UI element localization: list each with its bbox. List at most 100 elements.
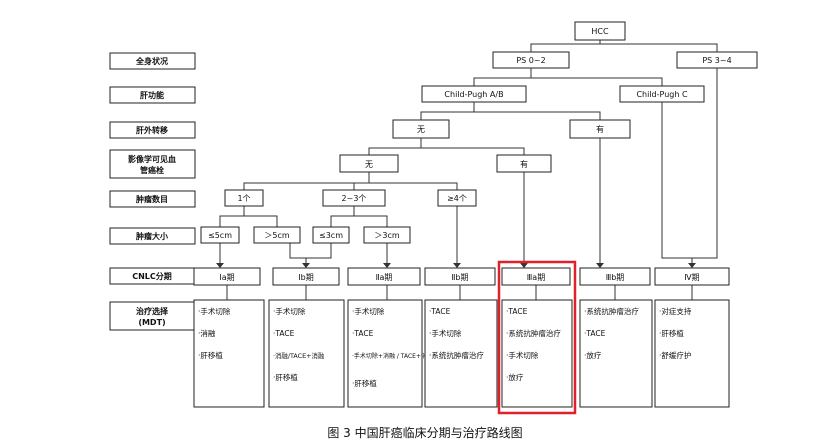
node-size-gt3-box <box>363 226 411 244</box>
row-label-extrahepatic: 肝外转移 <box>136 125 168 135</box>
row-label-box <box>109 121 196 139</box>
connectors <box>216 40 718 300</box>
treatment-item: ·TACE <box>429 307 451 316</box>
treatment-item: ·TACE <box>273 329 295 338</box>
node-extrahepatic-no-box <box>392 119 450 139</box>
node-child-pugh-c: Child-Pugh C <box>636 90 688 99</box>
highlight-frame <box>497 260 577 415</box>
row-label-box <box>109 52 196 70</box>
row-label-tumor-count: 肿瘤数目 <box>136 194 168 204</box>
treatment-item: ·手术切除 <box>429 328 462 338</box>
treatment-item: ·肝移植 <box>352 378 377 388</box>
stage-1a: Ⅰa期 <box>219 273 234 282</box>
stage-row: Ⅰa期 Ⅰb期 Ⅱa期 Ⅱb期 Ⅲa期 Ⅲb期 Ⅳ期 <box>193 267 730 286</box>
treatment-item: ·放疗 <box>584 350 602 360</box>
connector <box>531 77 663 86</box>
treatment-item: ·手术切除 <box>352 306 385 316</box>
connector <box>600 43 718 52</box>
stage-box <box>193 267 261 286</box>
arrowhead <box>688 263 696 268</box>
node-ps34-box <box>676 51 758 69</box>
connector <box>474 111 601 120</box>
treatment-item: ·肝移植 <box>273 372 298 382</box>
treatment-item: ·TACE <box>352 329 374 338</box>
row-label-treatment-line2: (MDT) <box>138 318 165 327</box>
arrowhead <box>383 263 391 268</box>
treatment-item: ·放疗 <box>506 372 524 382</box>
node-hcc-box <box>574 21 626 41</box>
arrowhead <box>302 263 310 268</box>
treatment-item: ·手术切除 <box>198 306 231 316</box>
treatment-item: ·系统抗肿瘤治疗 <box>506 328 561 338</box>
node-count-1: 1个 <box>237 194 250 203</box>
treatment-box <box>347 299 423 408</box>
row-labels: 全身状况 肝功能 肝外转移 影像学可见血 管癌栓 肿瘤数目 肿瘤大小 CNLC分… <box>109 52 196 331</box>
treatment-box <box>579 299 653 408</box>
node-extrahepatic-no: 无 <box>417 125 425 134</box>
treatment-item: ·系统抗肿瘤治疗 <box>584 306 639 316</box>
node-count-1-box <box>224 189 264 207</box>
treatment-row: ·手术切除 ·消融 ·肝移植 ·手术切除 ·TACE ·消融/TACE+消融 ·… <box>193 299 730 408</box>
row-label-vascular-line2: 管癌栓 <box>140 165 164 175</box>
connector-arrow <box>661 102 693 267</box>
connector <box>368 138 422 155</box>
treatment-item: ·手术切除 <box>273 306 306 316</box>
node-vascular-yes: 有 <box>520 159 528 169</box>
treatment-item: ·消融/TACE+消融 <box>273 351 325 360</box>
node-size-le3: ≤3cm <box>319 231 343 240</box>
treatment-item: ·对症支持 <box>659 306 692 316</box>
treatment-item: ·肝移植 <box>659 328 684 338</box>
node-size-le5-box <box>200 226 240 244</box>
stage-3a: Ⅲa期 <box>527 273 545 282</box>
stage-1b: Ⅰb期 <box>298 273 313 282</box>
stage-box <box>347 267 421 286</box>
connector <box>244 215 278 227</box>
treatment-box <box>501 299 573 408</box>
row-label-vascular-line1: 影像学可见血 <box>128 154 176 164</box>
treatment-item: ·TACE <box>584 329 606 338</box>
node-size-gt5-box <box>253 226 301 244</box>
node-ps02: PS 0~2 <box>516 56 545 65</box>
node-child-pugh-c-box <box>619 85 705 103</box>
node-vascular-no: 无 <box>365 160 373 169</box>
arrowhead <box>216 263 224 268</box>
row-label-general: 全身状况 <box>135 56 168 66</box>
node-vascular-no-box <box>339 154 399 173</box>
node-child-pugh-ab-box <box>421 85 527 103</box>
node-vascular-yes-box <box>496 154 552 173</box>
treatment-item: ·TACE <box>506 307 528 316</box>
arrowhead <box>520 263 528 268</box>
figure-caption: 图 3 中国肝癌临床分期与治疗路线图 <box>327 425 522 440</box>
stage-3b: Ⅲb期 <box>606 273 625 282</box>
treatment-item: ·舒缓疗护 <box>659 350 691 360</box>
row-label-treatment-line1: 治疗选择 <box>136 306 169 316</box>
decision-nodes: HCC PS 0~2 PS 3~4 Child-Pugh A/B Child-P… <box>200 21 758 244</box>
node-count-2-3: 2~3个 <box>342 194 367 203</box>
arrowhead <box>453 263 461 268</box>
connector <box>530 40 601 52</box>
treatment-item: ·系统抗肿瘤治疗 <box>429 350 484 360</box>
node-extrahepatic-yes-box <box>569 119 631 139</box>
row-label-cnlc: CNLC分期 <box>132 271 172 281</box>
node-hcc: HCC <box>591 27 609 36</box>
node-count-4plus-box <box>437 189 477 207</box>
treatment-item: ·手术切除 <box>506 350 539 360</box>
node-size-gt3: ＞3cm <box>374 231 399 240</box>
treatment-box <box>268 299 345 408</box>
node-count-2-3-box <box>322 189 386 207</box>
stage-2a: Ⅱa期 <box>376 273 393 282</box>
connector <box>306 243 332 259</box>
treatment-item: ·消融 <box>198 328 216 338</box>
node-child-pugh-ab: Child-Pugh A/B <box>444 90 503 99</box>
stage-4: Ⅳ期 <box>684 273 699 282</box>
connector <box>421 147 525 155</box>
connector <box>473 68 532 86</box>
stage-box <box>654 267 730 286</box>
row-label-liver: 肝功能 <box>140 90 164 100</box>
connector-arrow <box>289 243 307 267</box>
arrowhead <box>596 263 604 268</box>
node-size-le3-box <box>312 226 350 244</box>
connector <box>243 172 370 190</box>
treatment-item: ·肝移植 <box>198 350 223 360</box>
